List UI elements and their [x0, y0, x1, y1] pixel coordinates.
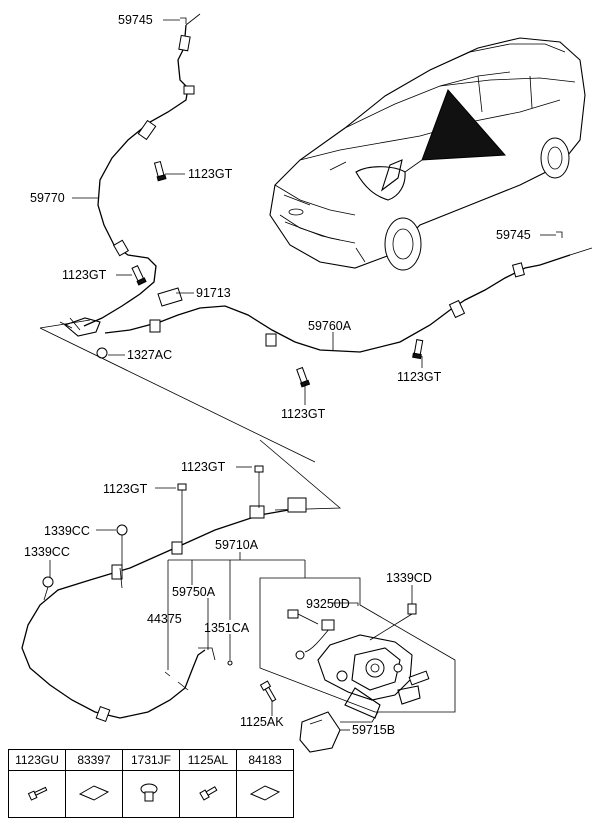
- legend-code: 84183: [236, 749, 294, 771]
- parking-brake-pedal-assembly: [259, 577, 456, 753]
- label-1123GT-c: 1123GT: [397, 370, 442, 384]
- bolt-icon: [27, 786, 48, 801]
- label-1339CD: 1339CD: [386, 571, 432, 585]
- legend-pic: [65, 770, 123, 818]
- label-93250D: 93250D: [306, 597, 350, 611]
- label-1123GT-d: 1123GT: [281, 407, 326, 421]
- diamond-plate-icon: [78, 784, 110, 801]
- label-1351CA: 1351CA: [204, 621, 250, 635]
- grommet-91713: [157, 287, 183, 307]
- label-1339CC-a: 1339CC: [44, 524, 90, 538]
- clip-icon: [140, 783, 158, 801]
- legend-pic: [8, 770, 66, 818]
- screw-icon: [199, 785, 218, 801]
- car-illustration: [269, 37, 586, 271]
- diamond-plate-icon: [249, 784, 281, 801]
- legend-pic: [122, 770, 180, 818]
- label-1123GT-a: 1123GT: [188, 167, 233, 181]
- leader-lines-upper: [39, 17, 563, 511]
- label-59770: 59770: [30, 191, 65, 205]
- bolt-1123GT-group: [131, 160, 424, 504]
- parts-legend-table: 1123GU 83397 1731JF 1125AL 84183: [8, 749, 294, 818]
- label-59745-right: 59745: [496, 228, 531, 242]
- front-fasteners: [42, 466, 260, 601]
- label-44375: 44375: [147, 612, 182, 626]
- legend-code: 1731JF: [122, 749, 180, 771]
- legend-code: 83397: [65, 749, 123, 771]
- equalizer: [59, 317, 108, 359]
- rear-cable-right-59760A: [104, 247, 593, 353]
- front-cable-59710A: [21, 497, 307, 722]
- label-91713: 91713: [196, 286, 231, 300]
- label-59750A: 59750A: [172, 585, 216, 599]
- label-59745-top: 59745: [118, 13, 153, 27]
- switch-93250D: [287, 609, 319, 625]
- legend-code: 1123GU: [8, 749, 66, 771]
- callout-bracket-59710A: [164, 552, 306, 691]
- label-1125AK: 1125AK: [240, 715, 284, 729]
- callout-labels: 59745 1123GT 59770 1123GT 91713 59745 59…: [24, 13, 531, 737]
- legend-code: 1125AL: [179, 749, 237, 771]
- label-1327AC: 1327AC: [127, 348, 172, 362]
- label-59710A: 59710A: [215, 538, 259, 552]
- legend-pic: [179, 770, 237, 818]
- rear-cable-left-59770: [83, 13, 201, 327]
- label-1123GT-e: 1123GT: [181, 460, 226, 474]
- label-1339CC-b: 1339CC: [24, 545, 70, 559]
- legend-pic: [236, 770, 294, 818]
- label-1123GT-f: 1123GT: [103, 482, 148, 496]
- label-59760A: 59760A: [308, 319, 352, 333]
- label-59715B: 59715B: [352, 723, 395, 737]
- label-1123GT-b: 1123GT: [62, 268, 107, 282]
